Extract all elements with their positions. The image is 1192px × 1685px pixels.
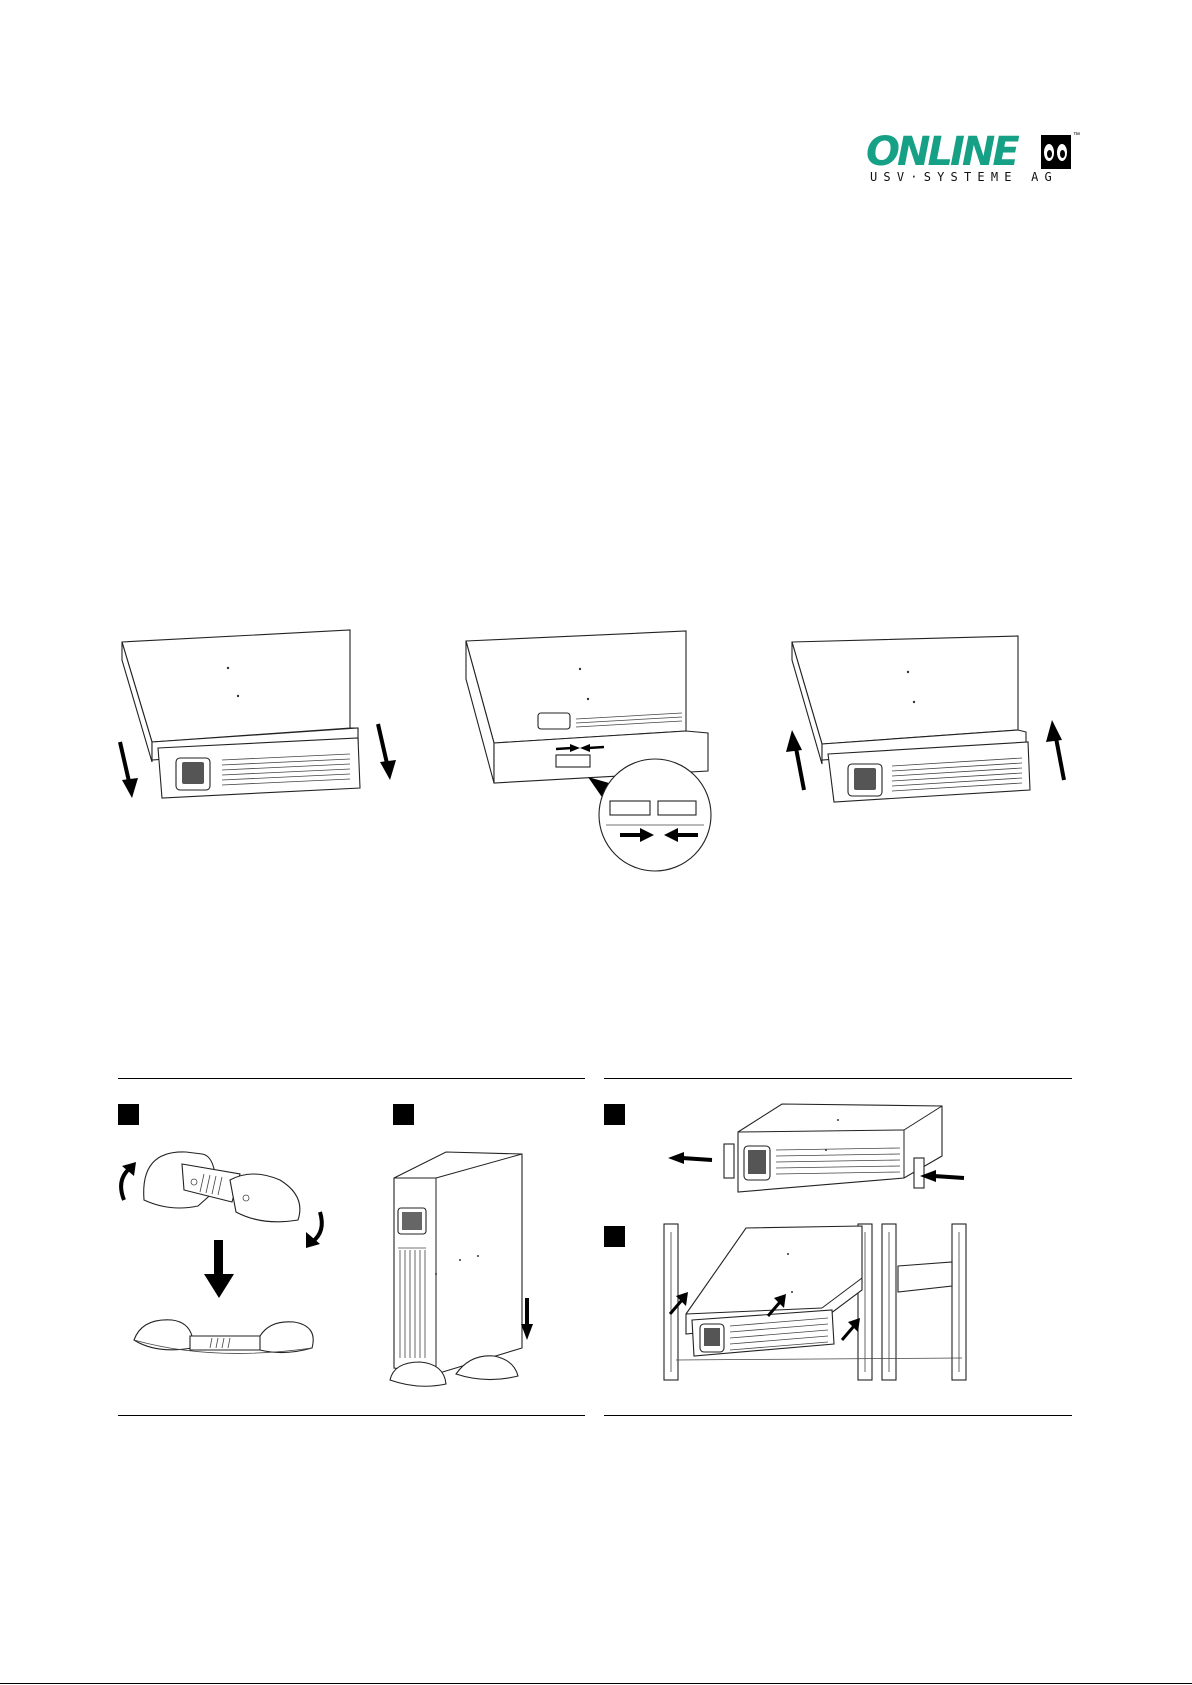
arrow-left-icon bbox=[668, 1152, 712, 1164]
step-marker-3 bbox=[604, 1104, 625, 1125]
figure-assemble-stand-feet bbox=[112, 1140, 332, 1380]
arrow-down-icon bbox=[204, 1240, 234, 1298]
step-marker-1 bbox=[118, 1104, 139, 1125]
page-bottom-rule bbox=[0, 1683, 1192, 1684]
company-logo: ONLINE ™ USV·SYSTEME AG bbox=[866, 130, 1081, 186]
logo-eyes-icon bbox=[1041, 135, 1071, 169]
step-marker-4 bbox=[604, 1226, 625, 1247]
logo-wordmark: ONLINE bbox=[866, 130, 1017, 174]
arrow-up-right-icon-3 bbox=[842, 1318, 860, 1340]
figure-attach-front-panel bbox=[778, 630, 1078, 830]
arrow-down-right-icon bbox=[378, 724, 396, 780]
rotate-right-icon bbox=[306, 1212, 322, 1248]
logo-subtitle: USV·SYSTEME AG bbox=[870, 170, 1058, 184]
arrow-left-icon-right bbox=[920, 1170, 964, 1182]
arrow-up-left-icon bbox=[786, 730, 804, 790]
figure-attach-rack-ears bbox=[664, 1098, 984, 1208]
figure-ups-tower-in-stands bbox=[390, 1148, 540, 1398]
rotate-left-icon bbox=[121, 1162, 136, 1200]
divider-top-right bbox=[604, 1078, 1072, 1079]
divider-top-left bbox=[118, 1078, 585, 1079]
arrow-down-left-icon bbox=[120, 742, 138, 798]
divider-bottom-left bbox=[118, 1415, 585, 1416]
divider-bottom-right bbox=[604, 1415, 1072, 1416]
step-marker-2 bbox=[393, 1104, 414, 1125]
arrow-down-icon bbox=[521, 1298, 533, 1340]
trademark-symbol: ™ bbox=[1073, 132, 1080, 139]
arrow-up-right-icon bbox=[1046, 720, 1064, 780]
figure-slide-into-rack bbox=[662, 1222, 972, 1382]
figure-connect-battery-plug bbox=[460, 625, 740, 865]
figure-remove-front-panel bbox=[110, 620, 410, 820]
